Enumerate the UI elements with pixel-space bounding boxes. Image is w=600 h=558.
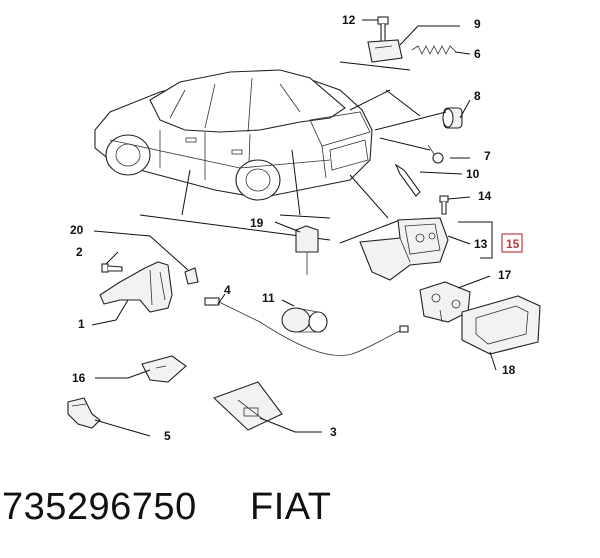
part-12-bolt bbox=[377, 16, 389, 43]
part-16-clip bbox=[141, 355, 187, 383]
callout-5: 5 bbox=[164, 429, 171, 443]
part-7-cable-end bbox=[427, 144, 444, 164]
callout-8: 8 bbox=[474, 89, 481, 103]
brand-label: FIAT bbox=[250, 486, 332, 528]
callout-18: 18 bbox=[502, 363, 516, 377]
part-14-screw bbox=[439, 195, 449, 215]
callout-16: 16 bbox=[72, 371, 86, 385]
callout-11: 11 bbox=[262, 291, 275, 305]
part-11-lock-cylinder bbox=[281, 307, 328, 333]
callout-12: 12 bbox=[342, 13, 356, 27]
callout-7: 7 bbox=[484, 149, 491, 163]
leader-lines bbox=[91, 19, 497, 437]
part-19-bumper bbox=[295, 225, 319, 275]
part-5-bracket bbox=[67, 397, 101, 429]
callout-19: 19 bbox=[250, 216, 264, 230]
callout-numbers: 12 9 6 8 7 10 14 13 15 17 18 19 20 2 4 1… bbox=[70, 13, 520, 443]
callout-6: 6 bbox=[474, 47, 481, 61]
part-10-rod bbox=[394, 163, 421, 197]
car-illustration bbox=[94, 69, 373, 201]
footer: 735296750 FIAT bbox=[0, 486, 600, 536]
callout-4: 4 bbox=[224, 283, 231, 297]
part-13-latch-housing bbox=[359, 217, 449, 281]
part-1-handle bbox=[99, 261, 173, 313]
callout-20: 20 bbox=[70, 223, 84, 237]
callout-10: 10 bbox=[466, 167, 480, 181]
part-number: 735296750 bbox=[2, 486, 197, 528]
part-4-cable bbox=[204, 297, 409, 356]
part-18-cover bbox=[461, 295, 541, 355]
callout-13: 13 bbox=[474, 237, 488, 251]
callout-15: 15 bbox=[506, 237, 520, 251]
part-3-plate bbox=[212, 381, 283, 431]
parts-diagram: 12 9 6 8 7 10 14 13 15 17 18 19 20 2 4 1… bbox=[67, 13, 541, 443]
part-20-clip bbox=[184, 267, 199, 285]
callout-17: 17 bbox=[498, 268, 512, 282]
callout-3: 3 bbox=[330, 425, 337, 439]
part-2-screw bbox=[101, 263, 123, 273]
highlight-box-15 bbox=[501, 233, 523, 253]
part-9-bracket bbox=[367, 39, 403, 63]
part-6-spring bbox=[411, 45, 457, 55]
callout-1: 1 bbox=[78, 317, 85, 331]
callout-14: 14 bbox=[478, 189, 492, 203]
callout-9: 9 bbox=[474, 17, 481, 31]
part-8-bump-stop bbox=[442, 107, 463, 129]
callout-2: 2 bbox=[76, 245, 83, 259]
